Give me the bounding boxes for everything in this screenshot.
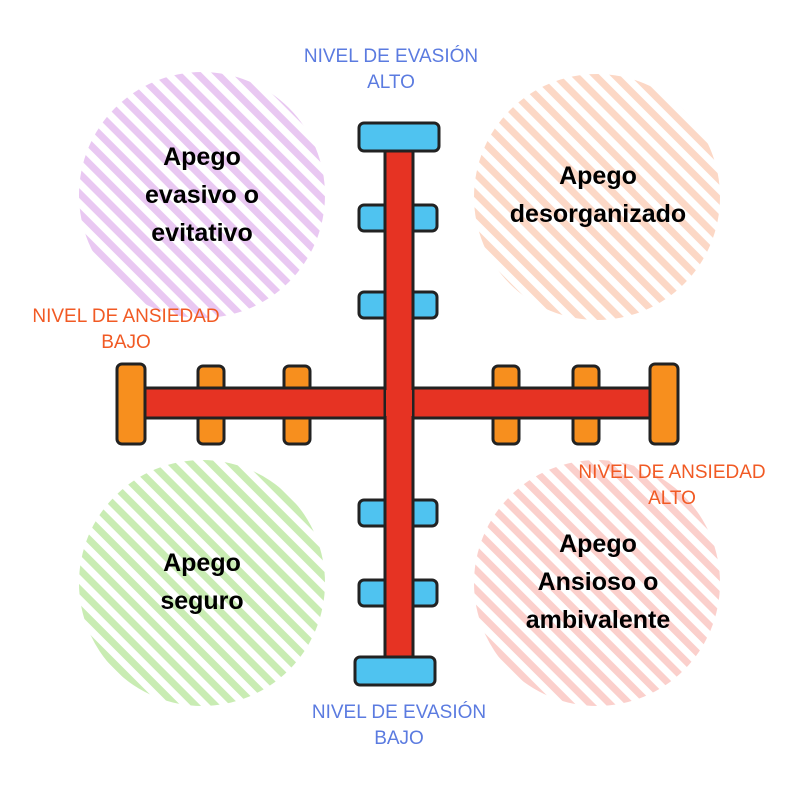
axis-label-anxiety-high: NIVEL DE ANSIEDAD ALTO [578,462,766,509]
quadrant-circle-top-right [474,74,720,320]
axis-label-evasion-low: NIVEL DE EVASIÓN BAJO [311,702,487,749]
quadrant-label-avoidant: Apego evasivo o evitativo [145,143,259,247]
quadrant-circle-bottom-right [474,460,720,706]
quadrant-label-disorganized: Apego desorganizado [509,162,687,228]
quadrant-label-anxious: Apego Ansioso o ambivalente [525,530,671,634]
right-axis-cap [648,362,680,446]
left-axis-cap [115,362,147,446]
quadrant-circle-top-left [79,72,325,318]
axis-label-anxiety-low: NIVEL DE ANSIEDAD BAJO [32,306,220,353]
bottom-axis-cap [353,655,437,687]
axis-label-evasion-high: NIVEL DE EVASIÓN ALTO [303,46,479,93]
quadrant-label-secure: Apego seguro [160,549,244,615]
quadrant-circle-bottom-left [79,460,325,706]
axis-intersection [386,390,412,416]
top-axis-cap [357,121,441,153]
